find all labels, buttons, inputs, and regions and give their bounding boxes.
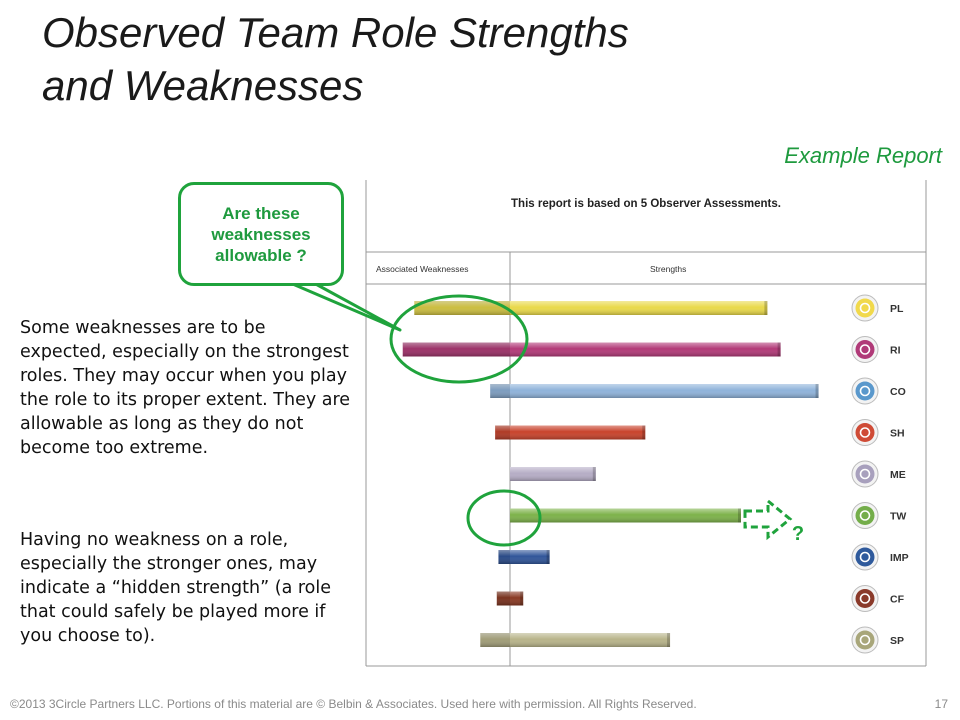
role-icon-glyph-ri [859, 344, 871, 355]
weakness-segment-ri [402, 342, 510, 357]
strength-column-header: Strengths [650, 264, 686, 274]
weakness-segment-co [490, 384, 510, 398]
role-icon-imp [851, 543, 879, 571]
bar-row-sp [480, 633, 671, 647]
weakness-segment-imp [498, 550, 510, 564]
role-label-ri: RI [890, 345, 901, 357]
role-label-pl: PL [890, 303, 904, 315]
role-icon-sh [851, 419, 879, 446]
bar-shade-cf [496, 591, 524, 606]
role-label-sp: SP [890, 635, 904, 647]
bar-end-cap-imp [546, 550, 550, 564]
role-icon-glyph-sp [859, 634, 871, 646]
title-line-1: Observed Team Role Strengths [42, 9, 629, 56]
highlights-group: ? [389, 294, 804, 547]
bar-row-me [510, 467, 596, 481]
bar-shade-imp [498, 550, 550, 564]
bar-end-cap-co [815, 384, 819, 398]
dashed-arrow-icon [743, 497, 793, 541]
bar-shade-co [490, 384, 819, 398]
bar-shade-me [510, 467, 596, 481]
role-label-cf: CF [890, 594, 905, 606]
chart-frame: This report is based on 5 Observer Asses… [365, 180, 927, 667]
role-label-tw: TW [890, 511, 906, 523]
role-label-imp: IMP [890, 552, 909, 564]
role-icon-disc-me [855, 464, 875, 484]
role-icon-glyph-imp [859, 551, 871, 563]
role-icon-disc-sp [855, 630, 875, 650]
weakness-segment-sh [495, 425, 510, 440]
role-icon-ri [851, 336, 879, 363]
role-icon-glyph-co [859, 385, 871, 397]
bar-end-cap-ri [777, 342, 781, 357]
bar-end-cap-tw [738, 508, 741, 523]
paragraph-hidden-strength: Having no weakness on a role, especially… [20, 530, 332, 646]
bar-shade-sh [495, 425, 646, 440]
weakness-segment-sp [480, 633, 510, 647]
weakness-highlight-circle [389, 294, 529, 384]
bar-end-cap-me [592, 467, 596, 481]
bar-row-sh [495, 425, 646, 440]
role-icon-glyph-me [859, 468, 871, 480]
page-number: 17 [934, 697, 948, 711]
role-icon-disc-co [855, 381, 875, 401]
role-icon-disc-ri [855, 340, 875, 359]
role-icon-pl [851, 294, 879, 322]
bar-end-cap-pl [764, 301, 768, 315]
role-icon-disc-cf [855, 589, 875, 608]
slide-title: Observed Team Role Strengths and Weaknes… [42, 6, 802, 112]
weakness-column-header: Associated Weaknesses [376, 264, 468, 274]
weakness-segment-pl [414, 301, 510, 315]
title-line-2: and Weaknesses [42, 62, 364, 109]
role-label-co: CO [890, 386, 906, 398]
bar-row-ri [402, 342, 781, 357]
role-icon-me [851, 460, 879, 488]
callout-text: Are these weaknesses allowable ? [211, 203, 311, 265]
no-weakness-highlight-circle [466, 489, 542, 547]
example-report-label: Example Report [784, 143, 942, 168]
copyright-footer: ©2013 3Circle Partners LLC. Portions of … [10, 697, 697, 711]
role-icon-glyph-tw [859, 510, 871, 521]
role-icon-glyph-cf [859, 593, 871, 604]
bar-end-cap-sp [667, 633, 671, 647]
bar-row-imp [498, 550, 550, 564]
role-icon-glyph-pl [859, 302, 871, 314]
role-icon-glyph-sh [859, 427, 871, 438]
bar-end-cap-cf [520, 591, 524, 606]
role-icon-co [851, 377, 879, 405]
bar-shade-tw [510, 508, 741, 523]
role-icon-disc-pl [855, 298, 875, 318]
chart-title: This report is based on 5 Observer Asses… [511, 198, 781, 210]
role-icon-disc-sh [855, 423, 875, 442]
bar-row-cf [496, 591, 524, 606]
bar-shade-ri [402, 342, 781, 357]
bar-shade-sp [480, 633, 671, 647]
bar-row-tw [510, 508, 741, 523]
bar-end-cap-sh [642, 425, 646, 440]
role-label-sh: SH [890, 428, 905, 440]
role-icon-sp [851, 626, 879, 654]
role-icons-group: PL RI CO SH ME TW IMP CF SP [851, 294, 909, 654]
role-icon-tw [851, 502, 879, 529]
role-icon-cf [851, 585, 879, 612]
role-label-me: ME [890, 469, 906, 481]
callout-bubble: Are these weaknesses allowable ? [178, 182, 344, 286]
bars-group [402, 301, 819, 647]
bar-row-co [490, 384, 819, 398]
weakness-segment-cf [496, 591, 510, 606]
paragraph-weaknesses-expected: Some weaknesses are to be expected, espe… [20, 318, 351, 458]
role-icon-disc-tw [855, 506, 875, 525]
question-mark: ? [792, 523, 804, 545]
role-icon-disc-imp [855, 547, 875, 567]
